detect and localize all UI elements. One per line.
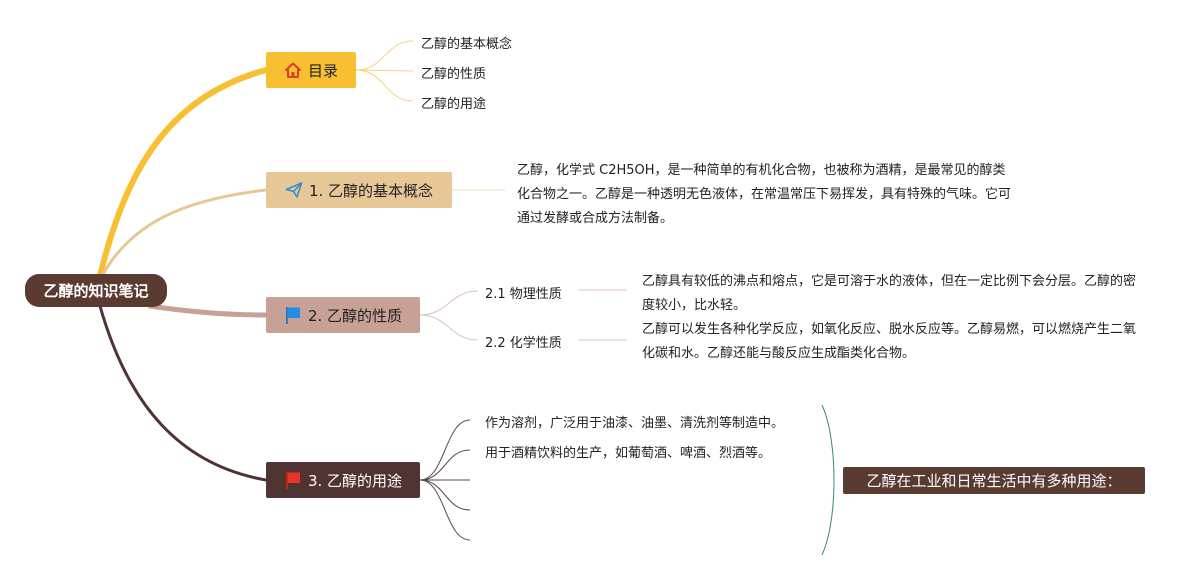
branch-uses[interactable]: 3. 乙醇的用途 <box>266 462 420 498</box>
toc-item-2[interactable]: 乙醇的性质 <box>421 67 487 82</box>
connector-root-uses <box>98 304 268 482</box>
branch-properties[interactable]: 2. 乙醇的性质 <box>266 297 420 333</box>
blue-flag-icon <box>284 305 302 325</box>
connector-use-4 <box>419 479 471 511</box>
root-label: 乙醇的知识笔记 <box>43 282 149 300</box>
connector-toc-item-1 <box>355 40 414 71</box>
connector-use-1 <box>419 419 471 481</box>
branch-toc[interactable]: 目录 <box>266 52 356 88</box>
chemical-properties-text: 乙醇可以发生各种化学反应，如氧化反应、脱水反应等。乙醇易燃，可以燃烧产生二氧化碳… <box>642 322 1137 361</box>
connector-prop-physical <box>419 290 479 316</box>
toc-item-1[interactable]: 乙醇的基本概念 <box>421 37 513 52</box>
uses-summary-label: 乙醇在工业和日常生活中有多种用途： <box>866 472 1122 490</box>
connector-root-basic <box>100 188 268 278</box>
red-flag-icon <box>284 470 302 490</box>
use-item-1[interactable]: 作为溶剂，广泛用于油漆、油墨、清洗剂等制造中。 <box>485 416 785 431</box>
home-icon <box>284 61 302 79</box>
branch-basic-concept[interactable]: 1. 乙醇的基本概念 <box>266 172 452 208</box>
physical-properties-label[interactable]: 2.1 物理性质 <box>485 287 562 302</box>
branch-properties-label: 2. 乙醇的性质 <box>307 306 403 325</box>
summary-bracket <box>821 404 835 556</box>
toc-item-3[interactable]: 乙醇的用途 <box>421 97 487 112</box>
connector-use-2 <box>419 449 471 481</box>
connector-toc-item-2 <box>355 69 414 72</box>
connector-toc-item-3 <box>355 69 414 102</box>
chemical-properties-label[interactable]: 2.2 化学性质 <box>485 336 562 351</box>
branch-uses-label: 3. 乙醇的用途 <box>307 471 403 490</box>
paper-plane-icon <box>285 181 303 199</box>
root-node[interactable]: 乙醇的知识笔记 <box>25 274 167 307</box>
connector-root-properties <box>147 303 269 318</box>
connector-root-toc <box>97 67 269 279</box>
branch-toc-label: 目录 <box>307 61 338 80</box>
connector-use-5 <box>419 479 471 541</box>
basic-concept-text: 乙醇，化学式 C2H5OH，是一种简单的有机化合物，也被称为酒精，是最常见的醇类… <box>517 163 1012 226</box>
connector-prop-chemical <box>419 314 479 341</box>
branch-basic-label: 1. 乙醇的基本概念 <box>308 181 434 200</box>
uses-summary[interactable]: 乙醇在工业和日常生活中有多种用途： <box>843 467 1145 494</box>
physical-properties-text: 乙醇具有较低的沸点和熔点，它是可溶于水的液体，但在一定比例下会分层。乙醇的密度较… <box>642 274 1137 313</box>
use-item-2[interactable]: 用于酒精饮料的生产，如葡萄酒、啤酒、烈酒等。 <box>485 446 772 461</box>
